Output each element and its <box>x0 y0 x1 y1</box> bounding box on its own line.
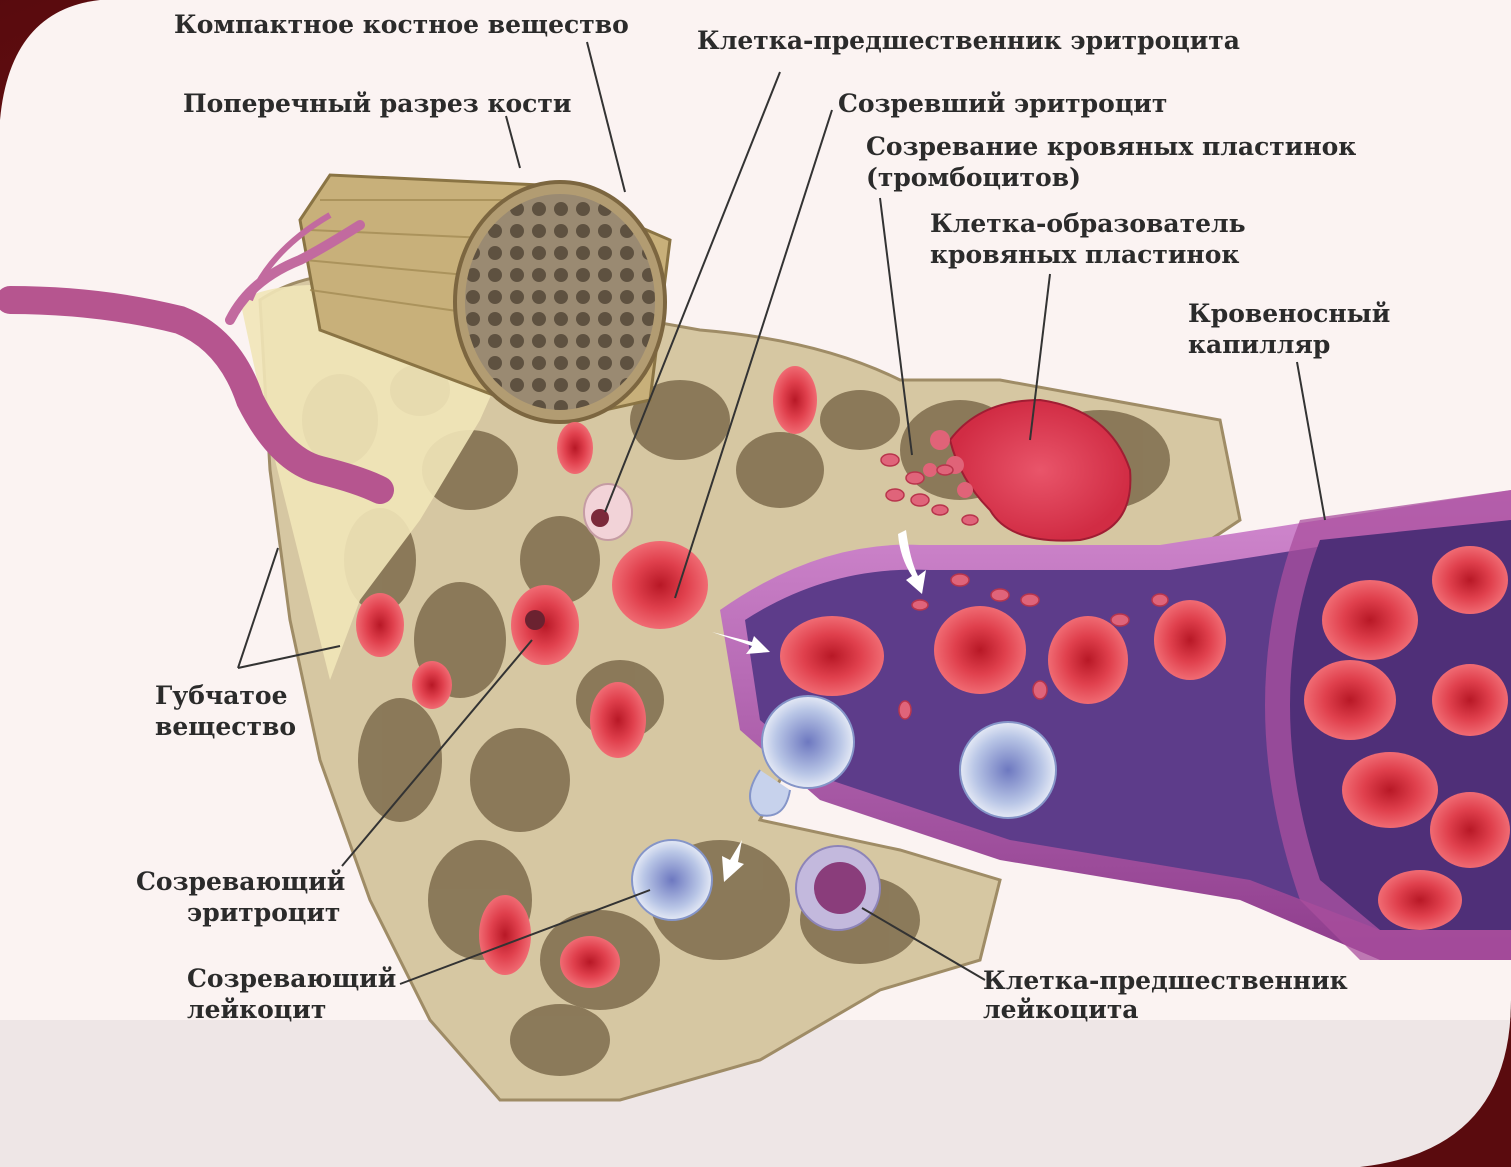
label-capillary-1: Кровеносный <box>1188 299 1390 329</box>
label-platelet-maturation-2: (тромбоцитов) <box>866 163 1081 193</box>
label-spongy-2: вещество <box>155 712 296 742</box>
label-leukocyte-precursor-2: лейкоцита <box>983 995 1139 1025</box>
label-spongy-1: Губчатое <box>155 681 288 711</box>
label-mature-erythrocyte: Созревший эритроцит <box>838 89 1167 119</box>
label-platelet-maturation-1: Созревание кровяных пластинок <box>866 132 1356 162</box>
label-erythrocyte-precursor: Клетка-предшественник эритроцита <box>697 26 1240 56</box>
label-capillary-2: капилляр <box>1188 330 1330 360</box>
label-maturing-leukocyte-2: лейкоцит <box>187 995 326 1025</box>
label-compact-bone: Компактное костное вещество <box>174 10 629 40</box>
label-bone-cross-section: Поперечный разрез кости <box>183 89 571 119</box>
label-platelet-former-1: Клетка-образователь <box>930 209 1246 239</box>
label-platelet-former-2: кровяных пластинок <box>930 240 1239 270</box>
label-leukocyte-precursor-1: Клетка-предшественник <box>983 966 1348 996</box>
label-maturing-erythrocyte-2: эритроцит <box>187 898 340 928</box>
label-maturing-erythrocyte-1: Созревающий <box>136 867 345 897</box>
label-maturing-leukocyte-1: Созревающий <box>187 964 396 994</box>
